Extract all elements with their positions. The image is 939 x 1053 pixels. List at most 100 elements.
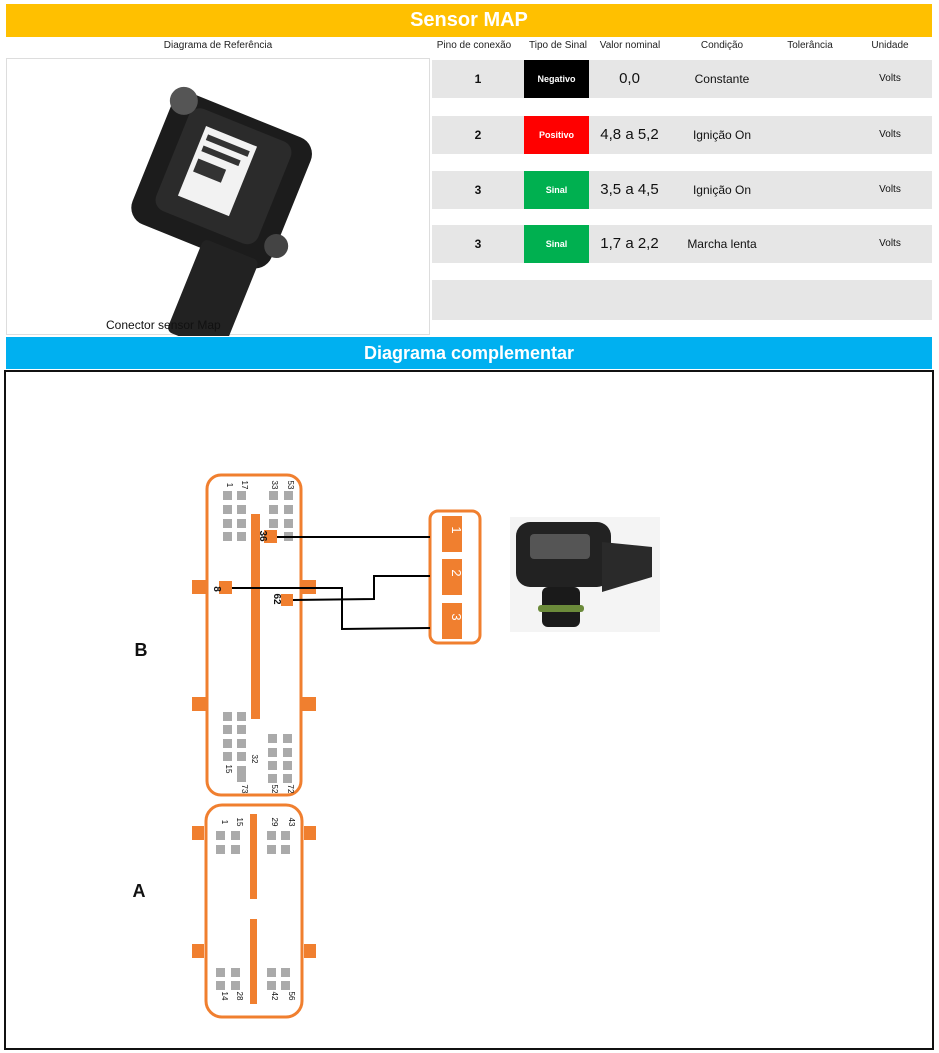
sensor-pin-1: [442, 516, 462, 552]
pin-label: 17: [240, 481, 249, 490]
tolerance: [777, 171, 847, 209]
pin-label: 53: [286, 481, 295, 490]
pin-cavity: [223, 519, 232, 528]
pin-label: 36: [257, 530, 268, 542]
sensor-flange: [602, 542, 652, 592]
connector-latch: [192, 826, 204, 840]
pin-label: 56: [287, 992, 296, 1001]
unit: Volts: [879, 238, 901, 249]
tolerance: [777, 60, 847, 98]
pin-cavity: [237, 712, 246, 721]
pin-cavity: [223, 532, 232, 541]
pin-cavity: [267, 968, 276, 977]
unit: Volts: [879, 129, 901, 140]
condition: Ignição On: [692, 183, 752, 197]
header-nominal-value: Valor nominal: [599, 40, 661, 51]
pin-number: 3: [474, 183, 482, 197]
pin-cavity: [283, 774, 292, 783]
unit: Volts: [879, 184, 901, 195]
pin-cavity: [268, 774, 277, 783]
pin-label: 28: [235, 992, 244, 1001]
pin-cavity: [237, 739, 246, 748]
connector-latch: [302, 697, 316, 711]
pin-cavity: [237, 532, 246, 541]
pin-cavity: [268, 734, 277, 743]
pin-cavity: [237, 505, 246, 514]
signal-type-badge: Positivo: [524, 116, 589, 154]
header-tolerance: Tolerância: [787, 40, 833, 51]
connector-b-outline: [205, 473, 303, 797]
pin-cavity: [268, 748, 277, 757]
pin-cavity: [281, 845, 290, 854]
pin-label: 62: [271, 593, 282, 605]
pin-cavity: [231, 981, 240, 990]
unit: Volts: [879, 73, 901, 84]
pin-cavity: [231, 845, 240, 854]
pin-label: 52: [270, 785, 279, 794]
signal-type-badge: Sinal: [524, 225, 589, 263]
sensor-pin-label: 2: [449, 569, 464, 576]
header-unit: Unidade: [871, 40, 909, 51]
connector-socket: [530, 534, 590, 559]
section-title: Diagrama complementar: [6, 337, 932, 369]
pin-cavity: [267, 831, 276, 840]
pin-cavity: [223, 491, 232, 500]
connector-b-key: [251, 514, 260, 719]
header-reference: Diagrama de Referência: [163, 40, 273, 51]
pin-62: [281, 594, 293, 606]
wire-pin2: [292, 575, 430, 601]
table-row-empty: [432, 280, 932, 320]
pin-cavity: [223, 752, 232, 761]
pin-label: 42: [270, 992, 279, 1001]
pin-cavity: [216, 831, 225, 840]
signal-type-badge: Negativo: [524, 60, 589, 98]
nominal-value: 0,0: [619, 70, 640, 87]
pin-cavity: [284, 519, 293, 528]
connector-latch: [192, 944, 204, 958]
pin-label: 72: [286, 785, 295, 794]
reference-image-panel: [6, 58, 430, 352]
sensor-pin-3: [442, 603, 462, 639]
nominal-value: 1,7 a 2,2: [600, 235, 659, 252]
header-signal-type: Tipo de Sinal: [529, 40, 587, 51]
condition: Constante: [694, 72, 750, 86]
pin-label: 8: [211, 586, 222, 592]
pin-cavity: [237, 519, 246, 528]
connector-latch: [304, 826, 316, 840]
sensor-pin-2: [442, 559, 462, 595]
condition: Marcha lenta: [687, 237, 757, 251]
sensor-pin-label: 1: [449, 526, 464, 533]
connector-a-outline: [204, 803, 304, 1019]
tolerance: [777, 116, 847, 154]
pin-cavity: [237, 752, 246, 761]
sensor-pin-label: 3: [449, 613, 464, 620]
pin-label: 1: [225, 483, 234, 488]
pin-label: 43: [287, 818, 296, 827]
table-row: 1 Negativo 0,0 Constante Volts: [432, 60, 932, 98]
nominal-value: 3,5 a 4,5: [600, 181, 659, 198]
pin-label: 73: [240, 785, 249, 794]
pin-cavity: [223, 712, 232, 721]
pin-cavity: [223, 505, 232, 514]
pin-cavity: [283, 748, 292, 757]
o-ring: [538, 605, 584, 612]
pin-cavity: [216, 968, 225, 977]
pin-36: [264, 530, 277, 543]
map-sensor-photo: [131, 86, 312, 352]
pin-cavity: [231, 831, 240, 840]
pin-cavity: [268, 761, 277, 770]
wire-pin3: [232, 587, 431, 631]
pin-label: 33: [270, 481, 279, 490]
pin-cavity: [269, 505, 278, 514]
pin-number: 1: [474, 72, 482, 86]
pin-label: 32: [250, 755, 259, 764]
pin-label: 15: [235, 818, 244, 827]
pin-cavity: [284, 491, 293, 500]
condition: Ignição On: [692, 128, 752, 142]
pin-cavity: [281, 968, 290, 977]
image-caption: Conector sensor Map: [106, 318, 221, 332]
connector-latch: [192, 697, 206, 711]
pin-cavity: [283, 734, 292, 743]
pin-label: 29: [270, 818, 279, 827]
pin-number: 3: [474, 237, 482, 251]
